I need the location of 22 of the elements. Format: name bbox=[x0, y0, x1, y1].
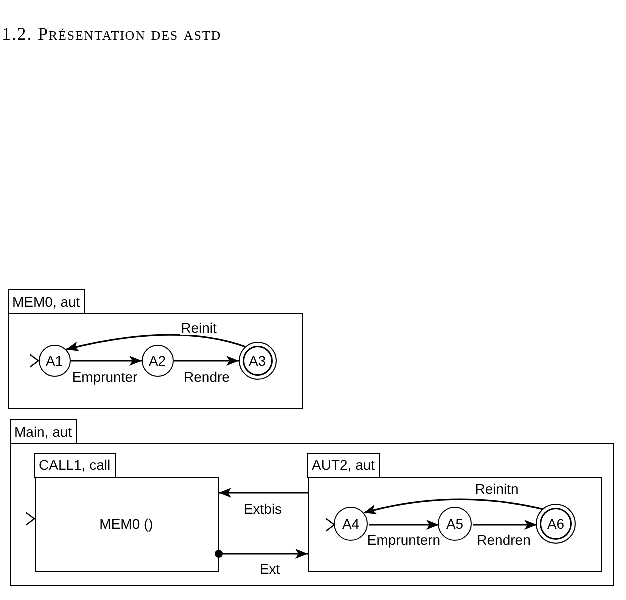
transition-arrow bbox=[174, 356, 239, 366]
transition-label: Rendre bbox=[183, 370, 231, 384]
transition-arrow bbox=[71, 356, 142, 366]
section-heading: 1.2. Présentation des astd bbox=[2, 25, 222, 43]
frame-name-tab: AUT2, aut bbox=[307, 452, 380, 478]
transition-label: Emprunter bbox=[71, 370, 139, 384]
transition-arrow bbox=[364, 498, 544, 515]
transition-arrow bbox=[473, 520, 537, 530]
transition-label: Rendren bbox=[476, 533, 532, 547]
frame-name-tab: MEM0, aut bbox=[8, 289, 86, 314]
frame-name-tab: CALL1, call bbox=[34, 452, 116, 478]
transition-label: Extbis bbox=[242, 502, 284, 516]
transition-label: Empruntern bbox=[366, 533, 442, 547]
transition-arrow bbox=[66, 334, 246, 352]
transition-arrow bbox=[215, 549, 308, 559]
frame-content-text: MEM0 () bbox=[100, 517, 154, 531]
transition-arrow bbox=[219, 488, 308, 498]
transition-label: Reinit bbox=[180, 321, 218, 335]
transition-label: Ext bbox=[258, 562, 282, 576]
frame-name-tab: Main, aut bbox=[10, 419, 78, 444]
transition-label: Reinitn bbox=[474, 482, 520, 496]
transition-arrow bbox=[369, 520, 439, 530]
